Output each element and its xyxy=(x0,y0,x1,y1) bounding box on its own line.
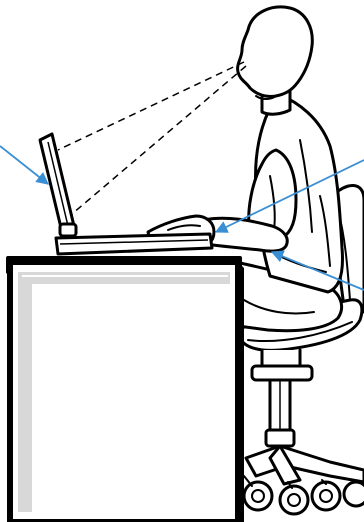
sight-line-bottom xyxy=(71,65,247,215)
laptop xyxy=(38,132,214,256)
laptop-base xyxy=(54,232,214,256)
desk xyxy=(6,256,244,522)
wrist-callout-arrow xyxy=(214,159,364,233)
elbow-callout-arrow xyxy=(270,250,364,291)
desk-side-panel xyxy=(238,262,244,522)
desk-front-panel xyxy=(7,259,241,522)
chair-base xyxy=(244,444,364,484)
person-head xyxy=(236,5,314,98)
callout-arrows xyxy=(0,145,364,291)
office-chair xyxy=(236,184,364,516)
seated-person xyxy=(146,5,344,333)
sight-lines xyxy=(57,61,247,215)
sight-line-top xyxy=(57,61,245,151)
screen-callout-arrow xyxy=(0,145,49,185)
chair-caster xyxy=(342,480,364,508)
